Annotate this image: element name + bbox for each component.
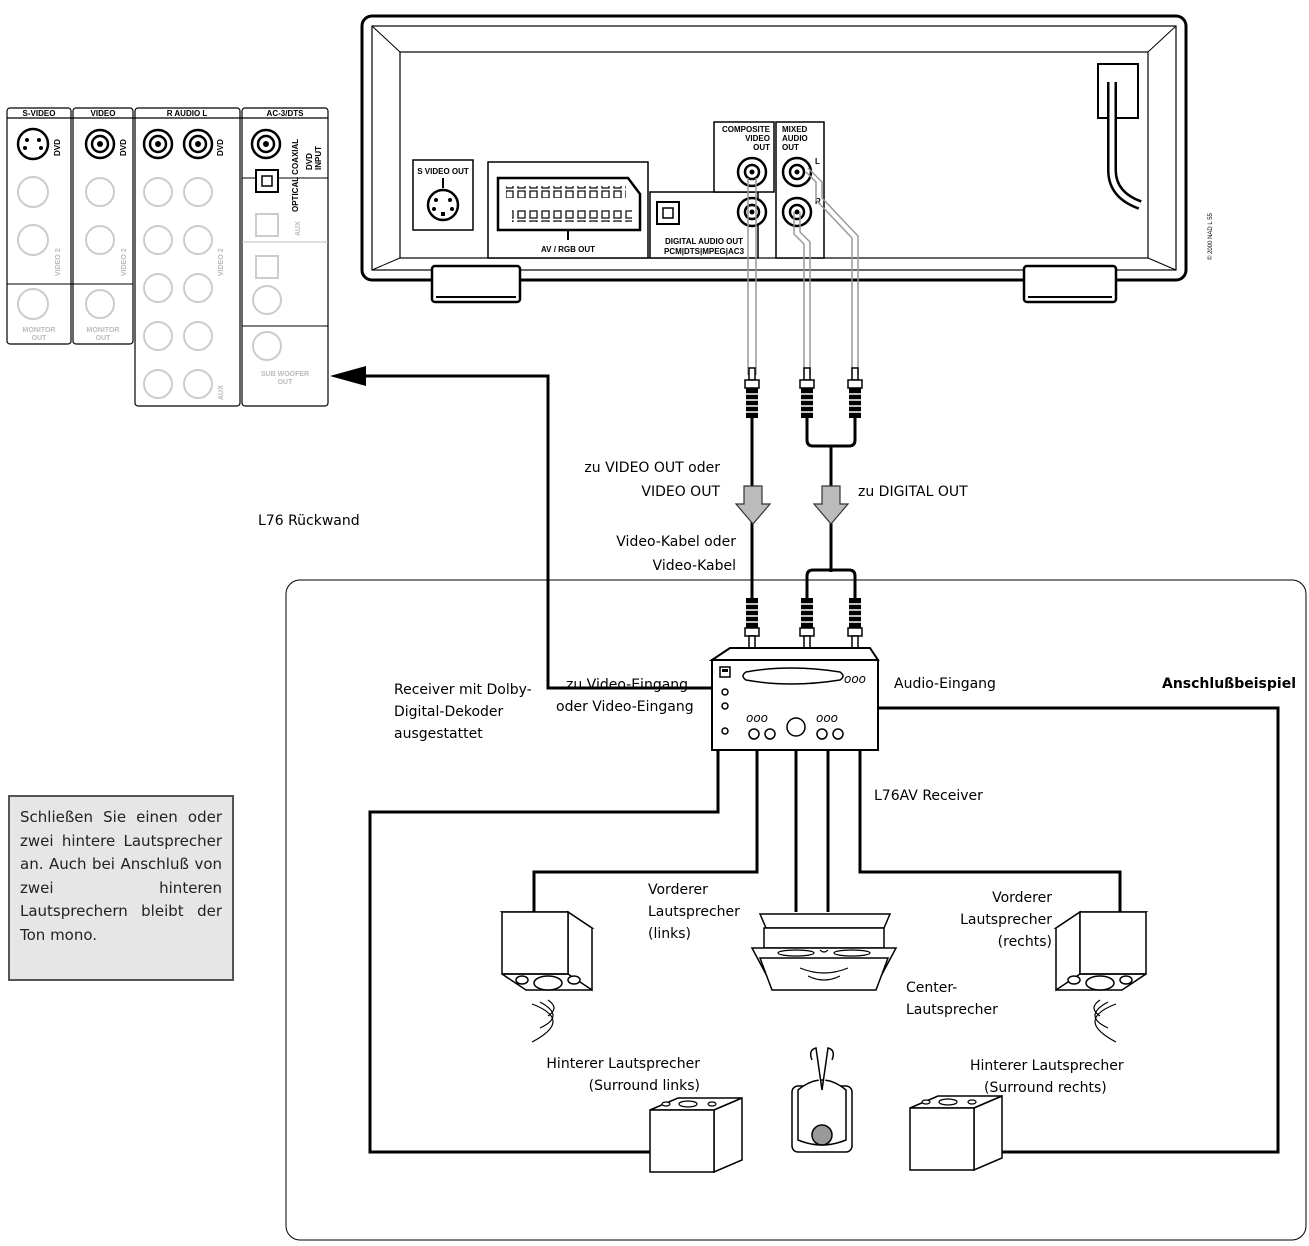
dvd-input-label-2: INPUT (314, 146, 323, 170)
sub-woofer-label-1: SUB WOOFER (261, 371, 309, 378)
front-left-label-3: (links) (648, 926, 691, 942)
front-right-label-1: Vorderer (992, 890, 1052, 906)
to-video-out-label-1: zu VIDEO OUT oder (584, 460, 720, 476)
svg-text:ooo: ooo (816, 711, 838, 725)
composite-label-3: OUT (753, 143, 770, 152)
rca-plug-audio-r-top (847, 367, 863, 418)
video2-label-video: VIDEO 2 (121, 248, 128, 276)
aux-label-audio: AUX (218, 385, 225, 400)
monitor-out-label-2a: MONITOR (87, 327, 120, 334)
digital-audio-out: DIGITAL AUDIO OUT PCM|DTS|MPEG|AC3 (649, 191, 768, 259)
video-header: VIDEO (91, 109, 116, 118)
center-speaker (750, 913, 898, 991)
front-right-label-2: Lautsprecher (960, 912, 1052, 928)
to-digital-out-label: zu DIGITAL OUT (858, 484, 968, 500)
monitor-out-label-2b: OUT (96, 335, 112, 342)
optical-coaxial-label: OPTICAL COAXIAL (291, 139, 300, 212)
channel-l-label: L (815, 157, 820, 166)
to-video-input-label-1: zu Video-Eingang (566, 677, 688, 693)
composite-video-out: COMPOSITE VIDEO OUT (713, 121, 775, 193)
rear-panel-caption: L76 Rückwand (258, 513, 360, 529)
rear-left-label-2: (Surround links) (589, 1078, 700, 1094)
front-right-label-3: (rechts) (998, 934, 1052, 950)
receiver-desc-label-1: Receiver mit Dolby- (394, 682, 532, 698)
monitor-out-label-1a: MONITOR (23, 327, 56, 334)
center-label-2: Lautsprecher (906, 1002, 998, 1018)
receiver: ooo ooo ooo (708, 647, 880, 751)
example-title: Anschlußbeispiel (1162, 676, 1296, 692)
digital-audio-formats-label: PCM|DTS|MPEG|AC3 (664, 247, 745, 256)
s-video-out-jack: S VIDEO OUT (412, 159, 474, 231)
front-left-speaker (499, 910, 595, 1043)
receiver-name-label: L76AV Receiver (874, 788, 983, 804)
to-video-input-label-2: oder Video-Eingang (556, 699, 694, 715)
rear-left-speaker (649, 1096, 743, 1174)
mixed-label-1: MIXED (782, 125, 808, 134)
example-frame (285, 579, 1307, 1241)
av-rgb-out-label: AV / RGB OUT (541, 245, 595, 254)
front-right-speaker (1053, 910, 1149, 1043)
copyright-label: © 2000 NAD L 55 (1207, 212, 1214, 260)
composite-label-2: VIDEO (745, 134, 770, 143)
monitor-out-label-1b: OUT (32, 335, 48, 342)
composite-label-1: COMPOSITE (722, 125, 771, 134)
sub-woofer-label-2: OUT (278, 379, 294, 386)
info-note-box: Schließen Sie einen oder zwei hintere La… (8, 795, 234, 981)
dvd-player: S VIDEO OUT AV / RGB OUT DIGITAL AUDIO O… (360, 14, 1214, 304)
listener-figure (791, 1047, 853, 1153)
av-rgb-scart-connector: AV / RGB OUT (487, 161, 649, 259)
video2-label-svideo: VIDEO 2 (55, 248, 62, 276)
down-arrow-video (734, 485, 772, 525)
rca-plug-video-top (744, 367, 760, 418)
video-cable-label-2: Video-Kabel (653, 558, 736, 574)
dvd-label-video: DVD (119, 139, 128, 156)
aux-label-optical: AUX (295, 221, 302, 236)
digital-audio-out-label: DIGITAL AUDIO OUT (665, 237, 743, 246)
rear-right-label-2: (Surround rechts) (984, 1080, 1107, 1096)
dvd-label-svideo: DVD (53, 139, 62, 156)
video-cable-label-1: Video-Kabel oder (616, 534, 736, 550)
receiver-desc-label-3: ausgestattet (394, 726, 483, 742)
s-video-header: S-VIDEO (23, 109, 56, 118)
down-arrow-audio (812, 485, 850, 525)
mixed-label-2: AUDIO (782, 134, 808, 143)
center-label-1: Center- (906, 980, 957, 996)
svg-text:ooo: ooo (746, 711, 768, 725)
rear-right-speaker (909, 1094, 1003, 1172)
rca-plug-audio-l-top (799, 367, 815, 418)
front-left-label-2: Lautsprecher (648, 904, 740, 920)
rca-plug-audio-r-bottom (847, 598, 863, 649)
speaker-wires (368, 706, 1280, 1154)
receiver-desc-label-2: Digital-Dekoder (394, 704, 504, 720)
rear-panel: S-VIDEO VIDEO R AUDIO L AC-3/DTS (6, 107, 329, 407)
dvd-label-audio: DVD (216, 139, 225, 156)
dvd-input-label-1: DVD (305, 153, 314, 170)
video2-label-audio: VIDEO 2 (218, 248, 225, 276)
grey-cables-dvd (747, 167, 859, 375)
rca-plug-video-bottom (744, 598, 760, 649)
audio-input-label: Audio-Eingang (894, 676, 996, 692)
to-video-out-label-2: VIDEO OUT (641, 484, 720, 500)
ac3-dts-header: AC-3/DTS (267, 109, 305, 118)
rear-right-label-1: Hinterer Lautsprecher (970, 1058, 1124, 1074)
front-left-label-1: Vorderer (648, 882, 708, 898)
mixed-label-3: OUT (782, 143, 799, 152)
rca-plug-audio-l-bottom (799, 598, 815, 649)
r-audio-l-header: R AUDIO L (167, 109, 208, 118)
rear-left-label-1: Hinterer Lautsprecher (546, 1056, 700, 1072)
s-video-out-label: S VIDEO OUT (417, 167, 469, 176)
power-cord (1097, 63, 1142, 210)
svg-text:ooo: ooo (844, 672, 866, 686)
arrow-to-rear-panel (330, 366, 712, 690)
mixed-audio-out: MIXED AUDIO OUT L R (775, 121, 825, 259)
